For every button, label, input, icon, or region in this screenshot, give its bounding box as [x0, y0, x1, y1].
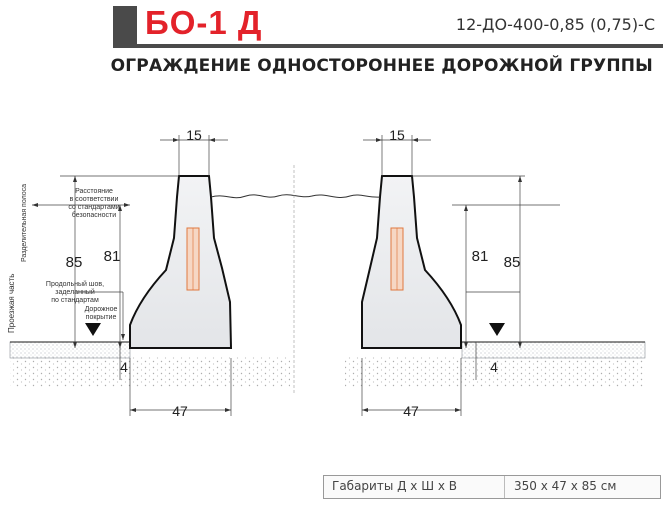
dimensions-right: [361, 135, 560, 416]
product-subtitle: ОГРАЖДЕНИЕ ОДНОСТОРОННЕЕ ДОРОЖНОЙ ГРУППЫ: [110, 56, 653, 76]
dimension-arrows: [32, 138, 522, 412]
dim-bottom-width-right: 47: [403, 403, 419, 419]
dim-height-full-left: 85: [66, 254, 83, 271]
dim-bottom-width-left: 47: [172, 403, 188, 419]
break-line: [210, 194, 381, 199]
dim-height-full-right: 85: [504, 254, 521, 271]
label-seam-3: по стандартам: [51, 297, 99, 304]
barrier-block-left: [129, 175, 233, 349]
footer-divider: [324, 476, 505, 498]
label-road-surface-1: Дорожное: [85, 306, 118, 313]
label-distance-1: Расстояние: [75, 188, 113, 195]
ground: [9, 341, 646, 387]
dimensions-footer: Габариты Д х Ш х В 350 х 47 х 85 см: [323, 475, 661, 499]
header-panel: [137, 6, 663, 44]
label-distance-2: в соответствии: [70, 196, 119, 203]
label-seam-1: Продольный шов,: [46, 280, 104, 288]
label-road-surface-2: покрытие: [86, 314, 117, 321]
road-level-marker-right: [489, 323, 505, 336]
dim-height-road-left: 81: [104, 248, 121, 265]
label-divider-lane: Разделительная полоса: [21, 184, 28, 262]
barrier-block-right: [361, 175, 462, 349]
road-level-marker-left: [85, 323, 101, 336]
footer-value: 350 х 47 х 85 см: [514, 479, 617, 493]
footer-label: Габариты Д х Ш х В: [332, 479, 458, 493]
dim-embed-left: 4: [120, 359, 128, 375]
dim-embed-right: 4: [490, 359, 498, 375]
product-code: БО-1 Д: [145, 4, 263, 41]
label-seam-2: заделанный: [55, 288, 95, 296]
label-distance-3: со стандартами: [68, 204, 119, 211]
dim-height-road-right: 81: [472, 248, 489, 265]
label-carriageway: Проезжая часть: [7, 274, 16, 333]
dimensions-left: [32, 135, 232, 416]
dim-top-width-left: 15: [186, 127, 202, 143]
dim-top-width-right: 15: [389, 127, 405, 143]
label-distance-4: безопасности: [72, 211, 116, 219]
product-serial: 12-ДО-400-0,85 (0,75)-С: [455, 15, 655, 34]
